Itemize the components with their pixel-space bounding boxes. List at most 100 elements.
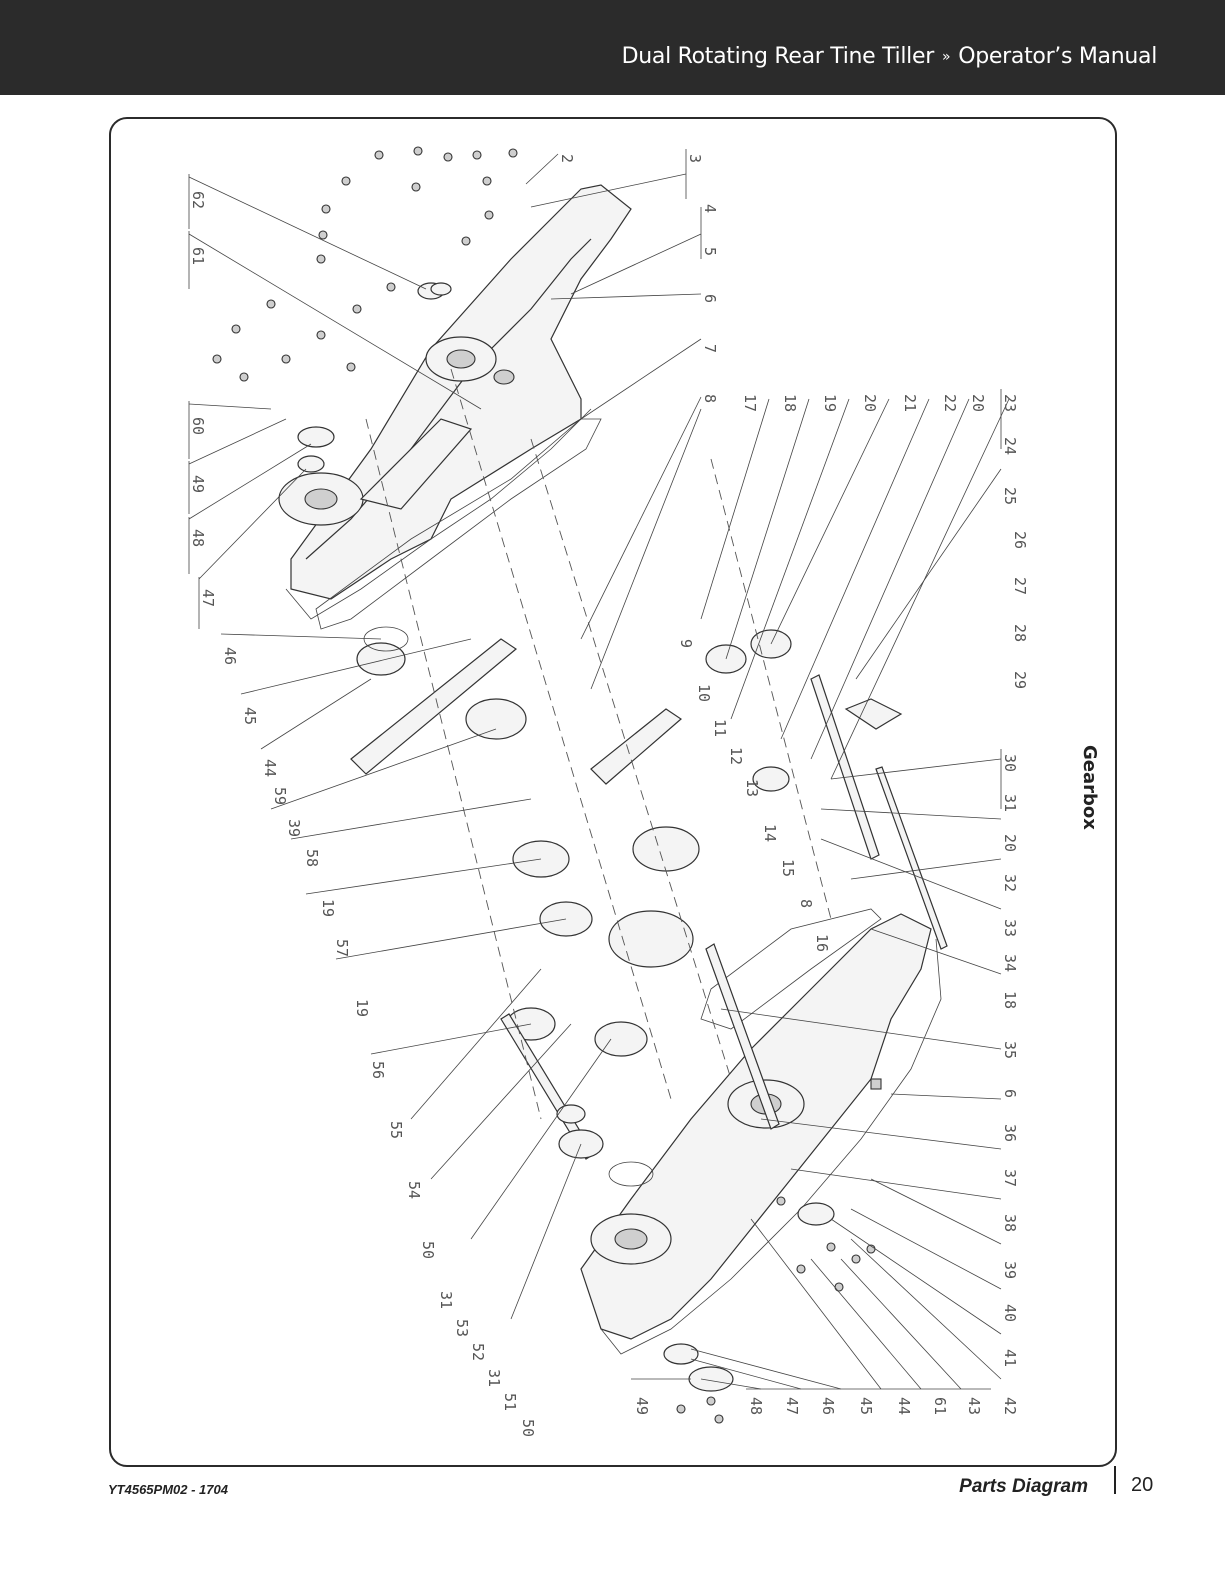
callout-57: 57 <box>333 939 351 957</box>
callout-11: 11 <box>711 719 729 737</box>
callout-50a: 50 <box>419 1241 437 1259</box>
callout-62: 62 <box>189 191 207 209</box>
callout-61b: 61 <box>931 1397 949 1415</box>
gears <box>356 629 792 1057</box>
callout-31a: 31 <box>437 1291 455 1309</box>
callout-21: 21 <box>901 394 919 412</box>
page-header: Dual Rotating Rear Tine Tiller » Operator’… <box>0 0 1225 95</box>
leader-lines <box>188 153 1010 1390</box>
callout-34: 34 <box>1001 954 1019 972</box>
callout-24: 24 <box>1001 437 1019 455</box>
breadcrumb-separator: » <box>941 49 951 65</box>
callout-25: 25 <box>1001 487 1019 505</box>
callout-39: 39 <box>285 819 303 837</box>
callout-2: 2 <box>558 154 576 163</box>
callout-20b: 20 <box>969 394 987 412</box>
callout-16: 16 <box>813 934 831 952</box>
callout-39b: 39 <box>1001 1261 1019 1279</box>
callout-47b: 47 <box>783 1397 801 1415</box>
callout-59: 59 <box>271 787 289 805</box>
callout-5: 5 <box>701 247 719 256</box>
callout-15: 15 <box>779 859 797 877</box>
callout-44: 44 <box>261 759 279 777</box>
callout-10: 10 <box>695 684 713 702</box>
callout-23: 23 <box>1001 394 1019 412</box>
callout-31b: 31 <box>485 1369 503 1387</box>
callout-35: 35 <box>1001 1041 1019 1059</box>
parts-diagram: 62 61 60 49 48 47 46 45 44 59 39 58 19 5… <box>188 146 1029 1437</box>
callout-58: 58 <box>303 849 321 867</box>
callout-33: 33 <box>1001 919 1019 937</box>
page-number: 20 <box>1131 1474 1154 1496</box>
section-label-text: Gearbox <box>1079 745 1100 830</box>
callout-3: 3 <box>686 154 704 163</box>
callout-52: 52 <box>469 1343 487 1361</box>
callout-60: 60 <box>189 417 207 435</box>
manual-name: Operator’s Manual <box>958 44 1157 69</box>
footer-divider <box>1114 1466 1116 1494</box>
callout-45b: 45 <box>857 1397 875 1415</box>
callout-53: 53 <box>453 1319 471 1337</box>
callout-49: 49 <box>189 475 207 493</box>
footer-section-title: Parts Diagram <box>959 1476 1088 1497</box>
callout-55: 55 <box>387 1121 405 1139</box>
callout-32: 32 <box>1001 874 1019 892</box>
drive-chains <box>350 638 682 785</box>
callout-36: 36 <box>1001 1124 1019 1142</box>
callout-27: 27 <box>1011 577 1029 595</box>
fasteners <box>212 146 876 1424</box>
callout-47: 47 <box>199 589 217 607</box>
callout-19c: 19 <box>821 394 839 412</box>
callout-20c: 20 <box>1001 834 1019 852</box>
diagram-frame: 62 61 60 49 48 47 46 45 44 59 39 58 19 5… <box>109 117 1117 1467</box>
callout-19b: 19 <box>353 999 371 1017</box>
upper-housing <box>278 184 632 620</box>
callout-61: 61 <box>189 247 207 265</box>
callout-7: 7 <box>701 344 719 353</box>
upper-gasket <box>315 418 602 630</box>
callout-13: 13 <box>743 779 761 797</box>
callout-17: 17 <box>741 394 759 412</box>
callout-51: 51 <box>501 1393 519 1411</box>
callout-12: 12 <box>727 747 745 765</box>
callout-30: 30 <box>1001 754 1019 772</box>
callout-18a: 18 <box>781 394 799 412</box>
callout-6b: 6 <box>1001 1089 1019 1098</box>
callout-31c: 31 <box>1001 794 1019 812</box>
callout-54: 54 <box>405 1181 423 1199</box>
callout-14: 14 <box>761 824 779 842</box>
callout-19a: 19 <box>319 899 337 917</box>
callout-50b: 50 <box>519 1419 537 1437</box>
callout-46b: 46 <box>819 1397 837 1415</box>
callout-48: 48 <box>189 529 207 547</box>
callout-6: 6 <box>701 294 719 303</box>
document-code: YT4565PM02 - 1704 <box>108 1482 228 1497</box>
callout-22: 22 <box>941 394 959 412</box>
callout-43: 43 <box>965 1397 983 1415</box>
callout-26: 26 <box>1011 531 1029 549</box>
callout-9: 9 <box>677 639 695 648</box>
callout-brackets <box>188 149 1002 1390</box>
callout-18b: 18 <box>1001 991 1019 1009</box>
header-title: Dual Rotating Rear Tine Tiller » Operator’… <box>621 44 1158 69</box>
callout-8b: 8 <box>797 899 815 908</box>
callout-41: 41 <box>1001 1349 1019 1367</box>
callout-44b: 44 <box>895 1397 913 1415</box>
callout-numbers: 62 61 60 49 48 47 46 45 44 59 39 58 19 5… <box>189 154 1029 1437</box>
callout-37: 37 <box>1001 1169 1019 1187</box>
callout-20a: 20 <box>861 394 879 412</box>
callout-28: 28 <box>1011 624 1029 642</box>
callout-56: 56 <box>369 1061 387 1079</box>
callout-38: 38 <box>1001 1214 1019 1232</box>
callout-48b: 48 <box>747 1397 765 1415</box>
lower-gasket <box>700 908 882 1030</box>
lower-housing <box>580 913 942 1355</box>
callout-4: 4 <box>701 204 719 213</box>
callout-42: 42 <box>1001 1397 1019 1415</box>
callout-8a: 8 <box>701 394 719 403</box>
product-name: Dual Rotating Rear Tine Tiller <box>621 44 935 69</box>
callout-49b: 49 <box>633 1397 651 1415</box>
callout-45: 45 <box>241 707 259 725</box>
callout-29: 29 <box>1011 671 1029 689</box>
callout-40: 40 <box>1001 1304 1019 1322</box>
